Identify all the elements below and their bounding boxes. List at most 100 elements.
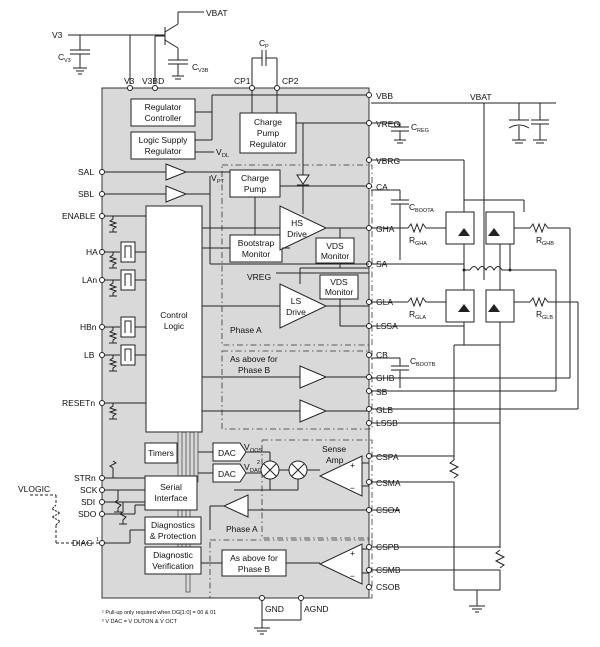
sense-amp-a: Sense Amp + − [318,444,369,497]
svg-text:VBRG: VBRG [376,156,400,166]
svg-text:CSMA: CSMA [376,478,401,488]
voos-label: V [244,442,250,452]
phase-a-sense-boundary [261,439,373,539]
svg-text:VREG: VREG [376,119,400,129]
svg-text:VBAT: VBAT [206,8,228,18]
svg-text:As above for: As above for [230,553,278,563]
svg-text:LAn: LAn [82,275,97,285]
svg-text:Phase B: Phase B [238,365,270,375]
pin-v3bd-dot [152,85,158,91]
pin-cp2: CP2 [282,76,299,86]
svg-text:V3: V3 [52,30,63,40]
svg-text:LS: LS [291,296,302,306]
svg-text:V: V [211,173,217,183]
pin-cp2-dot [274,85,280,91]
pins-right-phase-b: CB C BOOTB GHB SB GLB LSSB [366,228,579,428]
phase-b-boundary [221,350,373,430]
pins-right-sense-a: CSPA CSMA CSOA [366,452,460,590]
phase-b-sense-note: As above for Phase B [221,549,287,577]
svg-text:¹ Pull-up only required when D: ¹ Pull-up only required when DG[1:0] = 0… [102,610,216,616]
svg-text:Diagnostics: Diagnostics [151,520,195,530]
svg-text:LB: LB [84,350,95,360]
svg-text:VDS: VDS [326,241,344,251]
svg-text:& Protection: & Protection [150,531,197,541]
charge-pump: Charge Pump [229,169,281,198]
svg-text:² V DAC = V OUTON & V OCT: ² V DAC = V OUTON & V OCT [102,619,178,625]
phase-a-boundary [221,164,373,346]
svg-text:Serial: Serial [160,482,182,492]
svg-text:VDS: VDS [330,277,348,287]
svg-text:STRn: STRn [74,473,96,483]
diagnostic-verification: Diagnostic Verification [144,546,202,575]
svg-text:C: C [411,122,417,132]
vbat-supply: VBAT [470,92,556,280]
phase-b-note: As above for Phase B [230,354,278,375]
phase-b-sense-boundary [209,539,373,599]
svg-text:Logic: Logic [164,321,185,331]
svg-text:GLB: GLB [542,315,553,321]
svg-text:SBL: SBL [78,189,94,199]
phase-a-sense-label: Phase A [226,524,258,534]
svg-text:R: R [536,235,542,245]
svg-text:Drive: Drive [287,229,307,239]
svg-text:Monitor: Monitor [321,251,350,261]
svg-text:CB: CB [376,350,388,360]
svg-text:Monitor: Monitor [325,287,354,297]
sense-amp-b: + − [318,543,369,585]
pin-cp1-dot [249,85,255,91]
svg-text:Bootstrap: Bootstrap [238,238,275,248]
svg-text:R: R [409,309,415,319]
svg-text:DAC: DAC [218,469,236,479]
svg-text:Verification: Verification [152,561,194,571]
v3-rail: V3 C V3 [52,30,165,84]
vdac-sub: DAC [250,468,262,474]
svg-text:C: C [58,52,64,62]
footnotes: ¹ Pull-up only required when DG[1:0] = 0… [102,610,216,625]
svg-text:BOOTB: BOOTB [416,362,436,368]
pins-left: SAL SBL ENABLE HA LAn HBn LB RESETn STRn… [62,167,105,548]
cp-capacitor: C P [251,38,278,88]
svg-text:GHB: GHB [542,241,554,247]
svg-text:Charge: Charge [241,173,269,183]
svg-text:Phase B: Phase B [238,564,270,574]
svg-text:Regulator: Regulator [250,139,287,149]
dac-1: DAC [212,442,247,462]
svg-text:HA: HA [86,247,98,257]
svg-text:ENABLE: ENABLE [62,211,96,221]
serial-interface: Serial Interface [144,475,198,511]
charge-pump-regulator: Charge Pump Regulator [239,112,297,154]
svg-text:GND: GND [265,604,284,614]
svg-text:Amp: Amp [326,455,344,465]
svg-text:R: R [409,235,415,245]
pin-v3bd: V3BD [142,76,164,86]
svg-text:1: 1 [96,537,99,543]
vreg-internal: VREG [247,272,271,282]
svg-text:SDI: SDI [81,497,95,507]
svg-text:AGND: AGND [304,604,329,614]
svg-text:DAC: DAC [218,448,236,458]
timers: Timers [144,442,178,464]
svg-text:CA: CA [376,182,388,192]
svg-text:Timers: Timers [148,448,174,458]
svg-text:VBAT: VBAT [470,92,492,102]
pins-right-top: VBB VREG C REG VBRG [366,91,484,200]
svg-text:HS: HS [291,218,303,228]
svg-text:C: C [409,202,415,212]
h-bridge: R GHB R GLB [440,199,570,548]
svg-text:Interface: Interface [154,493,187,503]
svg-text:GHA: GHA [376,224,395,234]
vdac-footnote-mark: 2 [257,460,260,466]
vdac-label: V [244,462,250,472]
svg-text:Controller: Controller [145,113,182,123]
svg-text:Regulator: Regulator [145,146,182,156]
phase-a-label: Phase A [230,325,262,335]
svg-text:+: + [350,460,355,470]
svg-text:Pump: Pump [244,184,266,194]
svg-text:VBB: VBB [376,91,393,101]
svg-text:Drive: Drive [286,307,306,317]
svg-text:SDO: SDO [78,509,97,519]
svg-text:BOOTA: BOOTA [415,208,434,214]
svg-text:Charge: Charge [254,117,282,127]
svg-text:Control: Control [160,310,188,320]
svg-text:P: P [265,44,269,50]
